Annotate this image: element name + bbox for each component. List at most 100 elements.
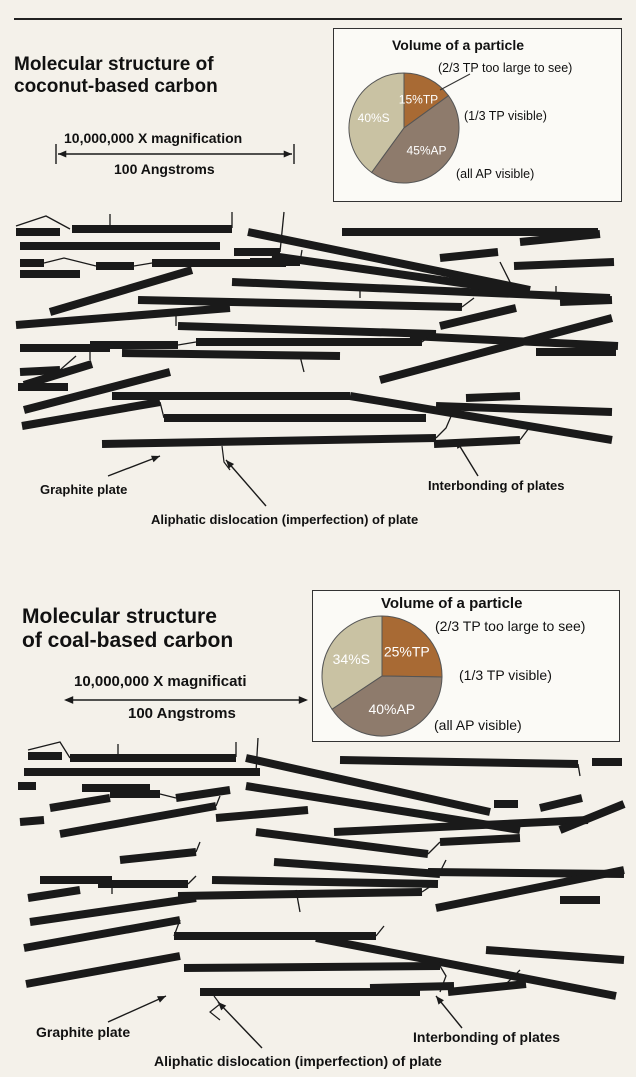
graphite-plate — [183, 962, 441, 972]
interbond-line — [173, 919, 181, 937]
graphite-plate — [19, 816, 45, 826]
graphite-plate — [175, 786, 231, 802]
interbond-line — [255, 737, 259, 773]
interbond-line — [299, 355, 305, 373]
interbond-line — [27, 741, 71, 759]
graphite-plate — [48, 266, 194, 316]
graphite-plate — [59, 802, 217, 838]
graphite-plate — [485, 946, 625, 964]
coal-carbon-panel: Molecular structure of coal-based carbon… — [0, 572, 636, 1077]
graphite-plate — [465, 392, 521, 402]
graphite-pointer-head — [151, 455, 160, 463]
pie-slice — [381, 615, 443, 678]
interbond-line — [461, 297, 475, 308]
panel-title: Molecular structure of coal-based carbon — [22, 605, 233, 653]
magnification-label: 10,000,000 X magnificati — [74, 673, 247, 690]
graphite-plate — [349, 392, 613, 444]
pie-leader — [439, 73, 471, 91]
interbond-line — [295, 889, 301, 913]
graphite-plate — [121, 349, 341, 360]
graphite-plate — [231, 278, 611, 302]
graphite-pointer — [107, 995, 167, 1023]
scale-label: 100 Angstroms — [128, 705, 236, 722]
pie-slice-label: 25%TP — [384, 643, 430, 659]
interbond-line — [195, 841, 201, 853]
interbond-line — [177, 341, 197, 346]
interbond-line — [159, 793, 177, 799]
interbond-line — [577, 763, 581, 777]
graphite-plate — [27, 886, 81, 902]
graphite-plate — [558, 800, 626, 834]
scale-arrow-right — [283, 150, 292, 158]
graphite-plate — [137, 296, 463, 311]
aliphatic-kink — [221, 445, 231, 471]
graphite-pointer-head — [157, 996, 166, 1003]
pie-slice-label: 45%AP — [407, 144, 447, 158]
aliphatic-label: Aliphatic dislocation (imperfection) of … — [151, 512, 419, 527]
top-rule — [14, 18, 622, 20]
aliphatic-pointer — [225, 459, 267, 507]
interbonding-pointer-head — [436, 996, 444, 1005]
graphite-plate — [339, 756, 579, 768]
pie-slice — [348, 72, 405, 174]
interbond-line — [421, 883, 435, 893]
aliphatic-kink — [209, 995, 221, 1021]
interbonding-pointer-head — [456, 440, 464, 449]
graphite-plate — [439, 248, 499, 262]
graphite-plate — [378, 314, 614, 384]
pie-slice — [370, 94, 460, 184]
graphite-plate — [215, 806, 309, 822]
pie-note-tp-large: (2/3 TP too large to see) — [438, 61, 573, 75]
interbond-line — [15, 215, 71, 230]
graphite-plate — [25, 952, 181, 988]
pie-slice-label: 34%S — [333, 651, 370, 667]
aliphatic-pointer — [217, 1001, 263, 1049]
scale-arrow-left — [64, 696, 74, 704]
graphite-plate — [271, 252, 511, 294]
graphite-plate — [435, 866, 625, 912]
magnification-label: 10,000,000 X magnification — [64, 130, 243, 146]
title-line-1: Molecular structure of — [14, 54, 214, 75]
graphite-plate — [513, 258, 615, 270]
graphite-plate — [539, 794, 583, 812]
pie-title: Volume of a particle — [392, 37, 524, 53]
interbond-line — [435, 413, 453, 439]
graphite-plate — [245, 754, 491, 816]
pie-slice — [331, 675, 443, 737]
scale-arrow-left — [58, 150, 67, 158]
scale-arrow-right — [298, 696, 308, 704]
pie-slice-label: 40%AP — [368, 701, 415, 717]
graphite-plate — [247, 228, 531, 294]
pie-note-tp-visible: (1/3 TP visible) — [464, 109, 547, 123]
interbond-line — [43, 257, 97, 267]
graphite-plate — [447, 980, 527, 996]
graphite-plate — [21, 398, 161, 430]
interbond-line — [499, 261, 513, 287]
graphite-plate — [15, 304, 231, 329]
pie-note-tp-large: (2/3 TP too large to see) — [435, 618, 586, 634]
pie-note-tp-visible: (1/3 TP visible) — [459, 667, 552, 683]
graphite-plate — [255, 828, 429, 858]
aliphatic-label: Aliphatic dislocation (imperfection) of … — [154, 1053, 442, 1069]
scale-label: 100 Angstroms — [114, 161, 215, 177]
graphite-plate — [315, 934, 617, 1000]
graphite-plate — [439, 304, 517, 330]
aliphatic-pointer-head — [226, 460, 235, 469]
pie-slice-label: 15%TP — [399, 93, 438, 107]
interbond-line — [421, 333, 433, 343]
interbond-line — [439, 965, 447, 993]
structure-diagram: 34%S 25%TP 40%AP — [18, 615, 626, 1049]
interbond-line — [505, 969, 521, 985]
interbond-line — [59, 355, 77, 371]
graphite-plate — [23, 916, 181, 952]
graphite-plate — [433, 436, 521, 448]
title-line-1: Molecular structure — [22, 605, 217, 628]
pie-title: Volume of a particle — [381, 595, 523, 612]
interbond-line — [133, 262, 153, 267]
interbond-line — [215, 795, 221, 807]
title-line-2: of coal-based carbon — [22, 629, 234, 653]
graphite-plate — [273, 858, 441, 878]
interbond-line — [439, 859, 447, 873]
graphite-plate — [49, 794, 111, 812]
graphite-plate — [333, 816, 589, 836]
